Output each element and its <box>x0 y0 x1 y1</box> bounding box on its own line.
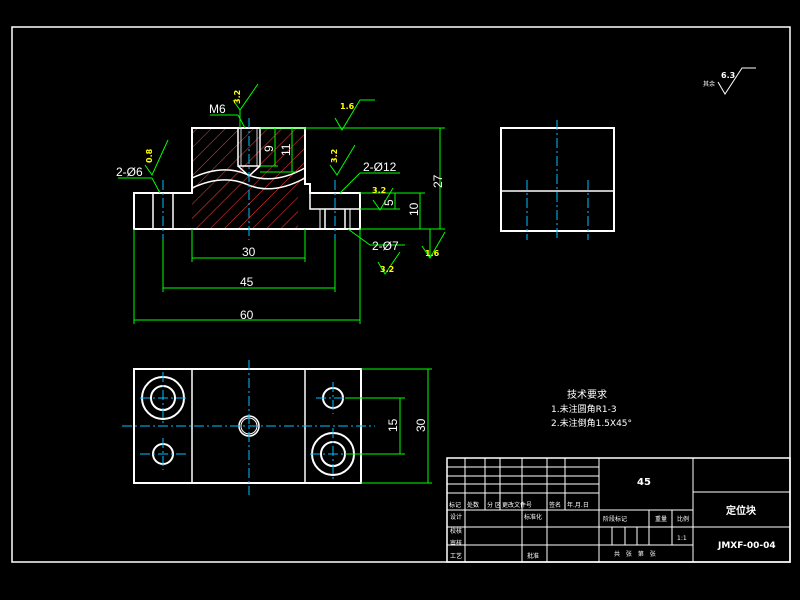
std-label: 标准化 <box>524 513 542 521</box>
front-outline <box>133 127 361 230</box>
general-roughness-prefix: 其余 <box>703 80 715 88</box>
scale: 1:1 <box>677 535 687 542</box>
dim-11: 11 <box>279 143 293 156</box>
stage-h-2: 比例 <box>677 515 689 523</box>
roughness-6: 3.2 <box>380 265 394 274</box>
rev-h-2: 分 区 <box>487 501 501 509</box>
roughness-3: 0.8 <box>145 148 154 163</box>
dim-27: 27 <box>431 174 445 188</box>
row-design: 设计 <box>450 513 462 521</box>
dim-30-front: 30 <box>242 245 256 259</box>
roughness-2: 1.6 <box>340 102 355 111</box>
row-process: 工艺 <box>450 552 462 560</box>
top-view <box>122 360 432 495</box>
thread-label: M6 <box>209 102 226 116</box>
rev-h-1: 处数 <box>467 501 479 509</box>
rev-h-0: 标记 <box>449 501 461 509</box>
dim-5: 5 <box>382 199 396 206</box>
holes-6-label: 2-Ø6 <box>116 165 143 179</box>
dim-45: 45 <box>240 275 254 289</box>
roughness-4: 3.2 <box>330 149 339 163</box>
general-roughness-value: 6.3 <box>721 71 735 80</box>
roughness-1: 3.2 <box>233 90 242 104</box>
dim-10: 10 <box>407 202 421 216</box>
roughness-7: 1.6 <box>425 249 440 258</box>
row-check: 校核 <box>450 527 462 535</box>
approve-label: 批准 <box>527 552 539 560</box>
rev-h-3: 更改文件号 <box>502 501 532 509</box>
part-name: 定位块 <box>726 504 757 517</box>
front-view <box>118 67 756 324</box>
title-block <box>446 457 791 563</box>
dim-60: 60 <box>240 308 254 322</box>
roughness-5: 3.2 <box>372 186 386 195</box>
stage-h-0: 阶段标记 <box>603 515 627 523</box>
holes-12-label: 2-Ø12 <box>363 160 397 174</box>
tech-req-title: 技术要求 <box>567 388 607 401</box>
drawing-no: JMXF-00-04 <box>717 541 776 551</box>
holes-7-label: 2-Ø7 <box>372 239 399 253</box>
material: 45 <box>637 477 651 488</box>
rev-h-5: 年.月.日 <box>567 501 589 509</box>
row-review: 审核 <box>450 539 462 547</box>
side-view <box>500 120 615 240</box>
stage-h-1: 重量 <box>655 515 667 523</box>
tech-req-line-2: 2.未注倒角1.5X45° <box>551 417 632 429</box>
dim-30-top: 30 <box>414 418 428 432</box>
rev-h-4: 签名 <box>549 501 561 509</box>
dim-9: 9 <box>262 145 276 152</box>
sheet-label: 共 张 第 张 <box>614 550 658 558</box>
dim-15: 15 <box>386 418 400 432</box>
drawing-frame <box>11 26 791 563</box>
tech-req-line-1: 1.未注圆角R1-3 <box>551 403 617 415</box>
break-line-2 <box>191 177 306 190</box>
